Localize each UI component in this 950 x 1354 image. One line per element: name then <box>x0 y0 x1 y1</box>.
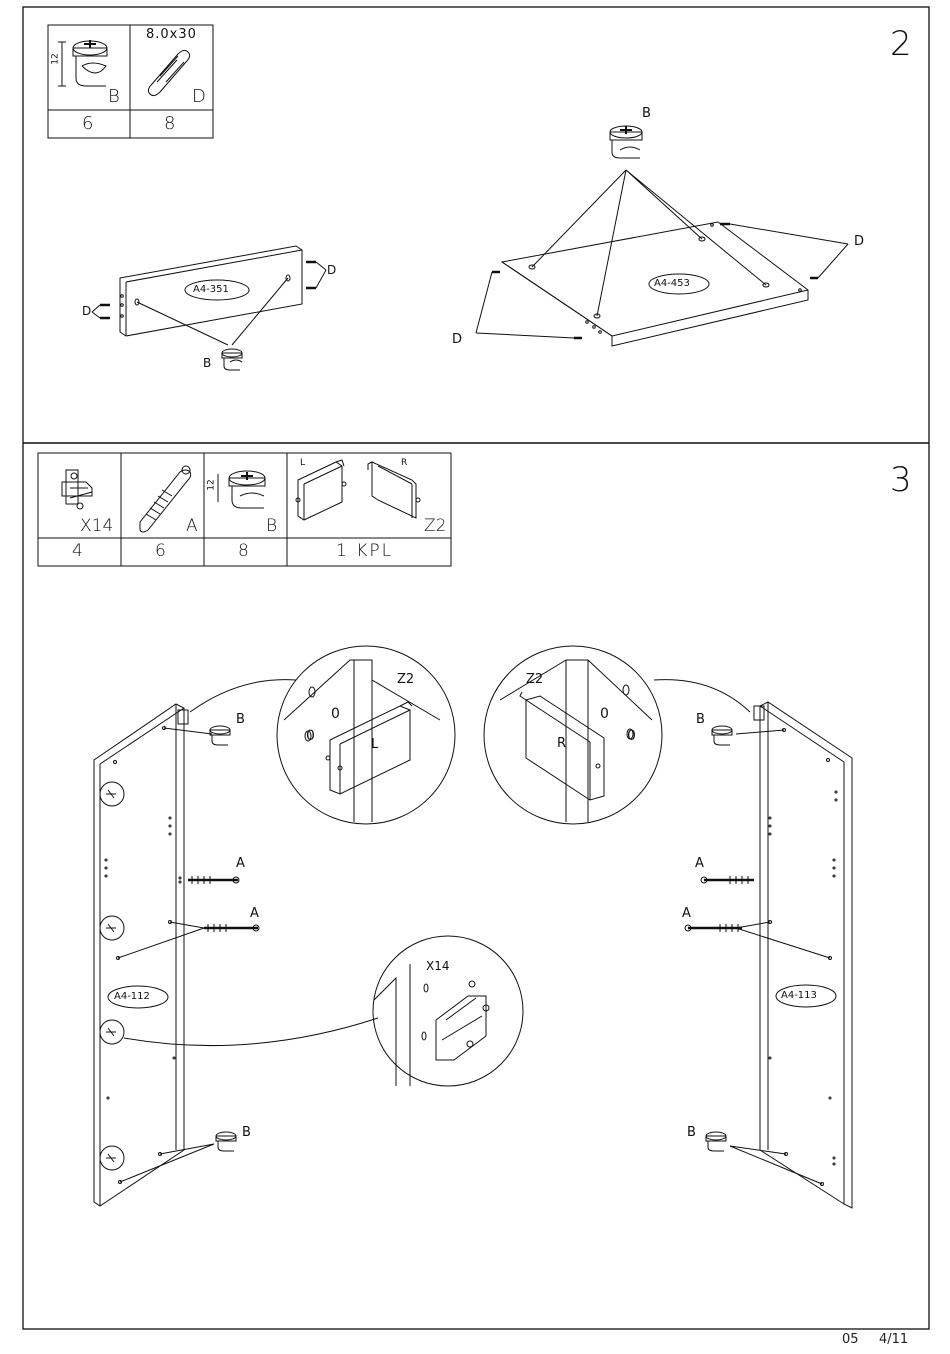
part-quantity: 8 <box>164 113 175 134</box>
callout-label: D <box>854 234 864 249</box>
part-letter: X14 <box>80 516 113 536</box>
callout-label: A <box>250 906 259 921</box>
part-quantity: 6 <box>82 113 93 134</box>
dimension-label: 12 <box>51 53 61 64</box>
panel-label: A4-351 <box>193 284 229 295</box>
connector-bolt-a-icon <box>140 466 191 532</box>
side-panel-a4-112 <box>94 680 378 1206</box>
part-letter: D <box>192 86 206 107</box>
part-letter: B <box>266 516 277 536</box>
part-letter: Z2 <box>424 516 446 536</box>
callout-label: B <box>696 712 705 727</box>
part-side-label: L <box>300 458 305 468</box>
callout-label: D <box>327 263 336 277</box>
callout-label: D <box>82 304 91 318</box>
part-quantity: 1 KPL <box>336 541 393 561</box>
callout-label: B <box>242 1125 251 1140</box>
page-number: 4/11 <box>879 1332 908 1347</box>
hole-mark: 0 <box>627 728 636 744</box>
callout-label: B <box>203 356 211 370</box>
panel-a4-351 <box>92 246 326 345</box>
part-quantity: 6 <box>155 541 166 561</box>
callout-label: B <box>687 1125 696 1140</box>
detail-mark: R <box>557 736 566 751</box>
cam-lock-icon <box>706 726 732 1151</box>
panel-a4-453 <box>476 170 848 346</box>
part-letter: A <box>186 516 198 536</box>
side-panel-a4-113 <box>654 680 852 1208</box>
callout-label: A <box>695 856 704 871</box>
part-quantity: 8 <box>238 541 249 561</box>
part-quantity: 4 <box>72 541 83 561</box>
part-size-label: 8.0x30 <box>146 27 197 42</box>
cam-lock-icon <box>222 349 242 370</box>
detail-tag: X14 <box>426 959 450 973</box>
detail-tag: Z2 <box>526 672 543 687</box>
callout-label: B <box>236 712 245 727</box>
callout-label: D <box>452 332 462 347</box>
callout-label: A <box>682 906 691 921</box>
step-number: 2 <box>890 24 912 64</box>
callout-label: B <box>642 106 651 121</box>
dimension-label: 12 <box>207 479 217 490</box>
panel-label: A4-113 <box>781 990 817 1001</box>
cam-lock-icon <box>58 40 107 86</box>
hole-mark: 0 <box>306 728 315 744</box>
part-side-label: R <box>401 458 407 468</box>
cam-lock-icon <box>210 726 236 1151</box>
part-letter: B <box>108 86 120 107</box>
document-code: 05 <box>842 1332 859 1347</box>
dowel-icon <box>148 50 189 95</box>
callout-label: A <box>236 856 245 871</box>
bracket-x14-icon <box>62 470 92 509</box>
page-frame <box>23 7 929 1329</box>
detail-circle-left <box>277 646 455 824</box>
hole-mark: 0 <box>600 706 609 722</box>
support-z2-icon <box>296 460 420 520</box>
cam-lock-icon <box>610 126 642 158</box>
cam-lock-icon <box>218 471 265 508</box>
hole-mark: 0 <box>331 706 340 722</box>
step-number: 3 <box>890 460 912 500</box>
panel-label: A4-453 <box>654 278 690 289</box>
detail-mark: L <box>371 737 378 752</box>
panel-label: A4-112 <box>114 991 150 1002</box>
detail-tag: Z2 <box>397 672 414 687</box>
